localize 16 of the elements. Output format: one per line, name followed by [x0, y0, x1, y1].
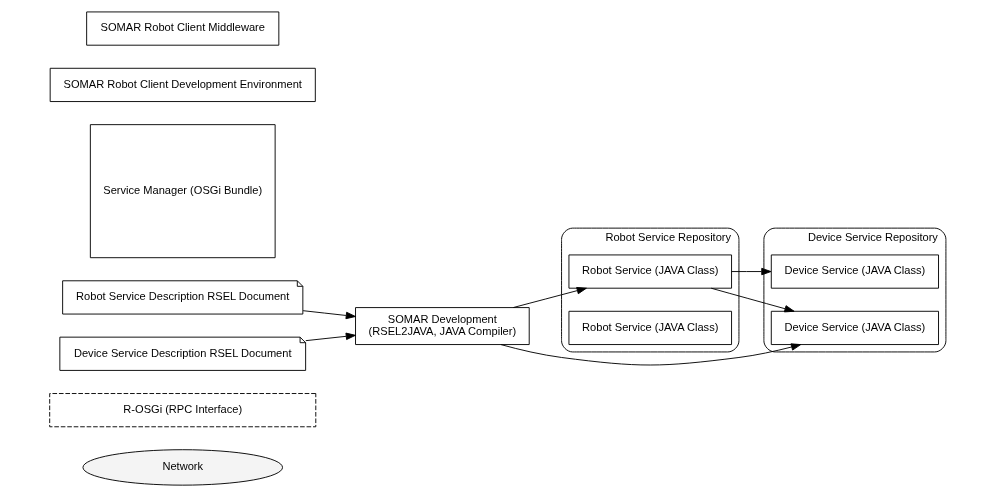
arrow	[512, 287, 587, 308]
arrow	[710, 287, 795, 313]
node-box: Robot Service (JAVA Class)	[568, 310, 732, 345]
node-box: Robot Service (JAVA Class)	[568, 254, 732, 289]
node-box: Device Service (JAVA Class)	[770, 310, 939, 345]
arrow	[302, 310, 356, 320]
node-box: Device Service (JAVA Class)	[770, 254, 939, 289]
arrow	[304, 332, 356, 342]
node-box: Service Manager (OSGi Bundle)	[89, 124, 276, 259]
node-ellipse: Network	[82, 449, 283, 486]
node-box: R-OSGi (RPC Interface)	[48, 393, 316, 428]
node-box: SOMAR Robot Client Development Environment	[49, 67, 316, 102]
arrow	[730, 267, 771, 276]
node-box: SOMAR Robot Client Middleware	[85, 11, 279, 46]
node-box: SOMAR Development (RSEL2JAVA, JAVA Compiler)	[354, 307, 530, 345]
arrow	[500, 343, 801, 366]
